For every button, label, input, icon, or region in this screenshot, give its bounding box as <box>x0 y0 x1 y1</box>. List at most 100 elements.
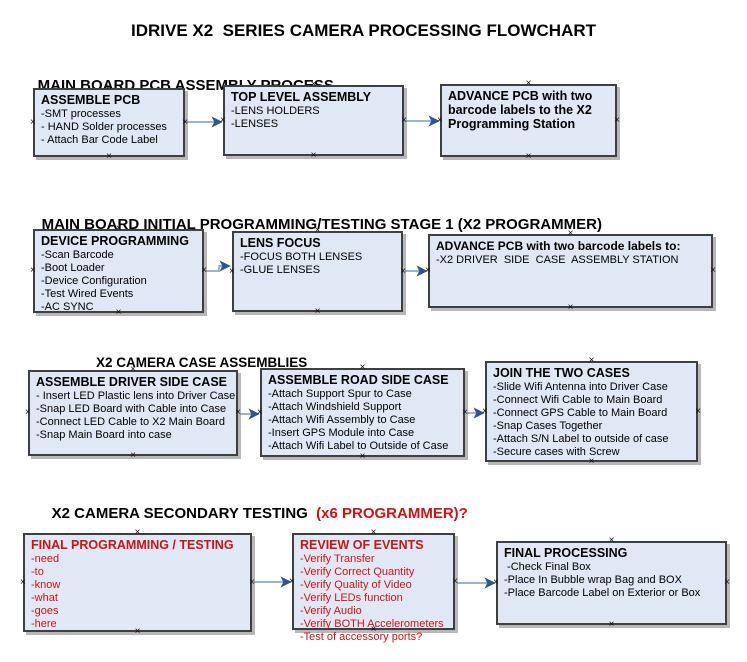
anchor-icon: × <box>437 114 443 126</box>
box-title: FINAL PROCESSING <box>504 546 628 560</box>
anchor-icon: × <box>482 405 488 417</box>
anchor-icon: × <box>695 405 701 417</box>
section-heading-highlight: (x6 PROGRAMMER)? <box>307 505 468 522</box>
box-item: -Attach S/N Label to outside of case <box>493 433 669 445</box>
box-review-of-events: REVIEW OF EVENTS -Verify Transfer-Verify… <box>289 528 458 644</box>
box-lens-focus: LENS FOCUS -FOCUS BOTH LENSES-GLUE LENSE… <box>229 226 406 317</box>
box-item: -Snap Cases Together <box>493 420 603 432</box>
box-item: -SMT processes <box>41 108 121 120</box>
box-items: -Slide Wifi Antenna into Driver Case-Con… <box>493 381 690 459</box>
anchor-icon: × <box>608 619 615 630</box>
anchor-icon: × <box>425 265 431 276</box>
anchor-icon: × <box>257 406 263 418</box>
box-item: -Check Final Box <box>504 561 591 573</box>
box-item: -Attach Windshield Support <box>268 401 402 413</box>
box-items: -Scan Barcode-Boot Loader-Device Configu… <box>41 249 196 314</box>
box-item: -Slide Wifi Antenna into Driver Case <box>493 381 668 393</box>
box-items: -need-to-know-what-goes-here <box>31 553 244 631</box>
box-item: -GLUE LENSES <box>240 264 321 276</box>
anchor-icon: × <box>359 362 366 373</box>
box-assemble-road-side-case: ASSEMBLE ROAD SIDE CASE -Attach Support … <box>257 363 468 462</box>
box-item: -Insert GPS Module into Case <box>268 427 415 439</box>
box-item: -Connect GPS Cable to Main Board <box>493 407 668 419</box>
anchor-icon: × <box>201 265 207 276</box>
anchor-icon: × <box>310 150 317 161</box>
box-item: -Device Configuration <box>41 275 147 287</box>
box-top-level-assembly: TOP LEVEL ASSEMBLY -LENS HOLDERS-LENSES … <box>220 80 407 161</box>
box-item: -need <box>31 553 60 565</box>
box-item: - Attach Bar Code Label <box>41 134 158 146</box>
anchor-icon: × <box>493 577 499 588</box>
box-item: - Insert LED Plastic lens into Driver Ca… <box>36 390 236 402</box>
box-title: ADVANCE PCB with two barcode labels to t… <box>448 89 593 131</box>
anchor-icon: × <box>289 575 295 587</box>
anchor-icon: × <box>588 355 595 366</box>
box-join-the-two-cases: JOIN THE TWO CASES -Slide Wifi Antenna i… <box>482 356 701 467</box>
box-items: -SMT processes- HAND Solder processes- A… <box>41 108 177 147</box>
section-heading-text: MAIN BOARD INITIAL PROGRAMMING/TESTING S… <box>41 216 602 233</box>
box-item: -Attach Support Spur to Case <box>268 388 412 400</box>
box-item: -FOCUS BOTH LENSES <box>240 251 363 263</box>
box-item: -Verify BOTH Accelerometers <box>300 618 444 630</box>
box-item: -goes <box>31 605 59 617</box>
box-item: -to <box>31 566 44 578</box>
box-item: -Secure cases with Screw <box>493 446 620 458</box>
box-items: - Insert LED Plastic lens into Driver Ca… <box>36 390 236 442</box>
page-title: IDRIVE X2 SERIES CAMERA PROCESSING FLOWC… <box>130 21 597 40</box>
box-item: -Connect LED Cable to X2 Main Board <box>36 416 225 428</box>
box-item: -Verify LEDs function <box>300 592 403 604</box>
box-title: DEVICE PROGRAMMING <box>41 234 189 248</box>
anchor-icon: × <box>525 151 532 162</box>
anchor-icon: × <box>614 114 620 126</box>
anchor-icon: × <box>314 306 321 317</box>
box-final-processing: FINAL PROCESSING -Check Final Box-Place … <box>493 536 730 630</box>
box-item: -X2 DRIVER SIDE CASE ASSEMBLY STATION <box>436 254 679 266</box>
box-title: TOP LEVEL ASSEMBLY <box>231 90 372 104</box>
box-items: -LENS HOLDERS-LENSES <box>231 105 396 131</box>
box-item: -AC SYNC <box>41 301 94 313</box>
box-item: -Verify Quality of Video <box>300 579 412 591</box>
box-advance-pcb-driver-side: ADVANCE PCB with two barcode labels to: … <box>425 229 716 313</box>
anchor-icon: × <box>567 302 574 313</box>
anchor-icon: × <box>30 116 36 128</box>
box-item: -Attach Wifi Assembly to Case <box>268 414 416 426</box>
anchor-icon: × <box>229 265 235 277</box>
box-item: -here <box>31 618 57 630</box>
anchor-icon: × <box>359 451 366 462</box>
anchor-icon: × <box>724 577 730 588</box>
box-item: -Verify Correct Quantity <box>300 566 415 578</box>
anchor-icon: × <box>525 78 532 89</box>
anchor-icon: × <box>608 535 615 546</box>
anchor-icon: × <box>452 575 458 587</box>
box-title: ASSEMBLE DRIVER SIDE CASE <box>36 375 228 389</box>
anchor-icon: × <box>400 265 406 277</box>
box-item: -Attach Wifi Label to Outside of Case <box>268 440 449 452</box>
box-items: -Attach Support Spur to Case-Attach Wind… <box>268 388 457 453</box>
section-heading-text: X2 CAMERA SECONDARY TESTING <box>51 505 308 522</box>
box-title: ADVANCE PCB with two barcode labels to: <box>436 239 681 253</box>
box-final-programming-testing: FINAL PROGRAMMING / TESTING -need-to-kno… <box>20 528 255 637</box>
box-item: -Boot Loader <box>41 262 105 274</box>
box-item: -Connect Wifi Cable to Main Board <box>493 394 663 406</box>
box-title: REVIEW OF EVENTS <box>300 538 424 552</box>
flow-arrow <box>206 260 231 272</box>
box-title: JOIN THE TWO CASES <box>493 366 630 380</box>
anchor-icon: × <box>130 450 136 461</box>
box-item: - HAND Solder processes <box>41 121 167 133</box>
box-item: -Scan Barcode <box>41 249 114 261</box>
box-items: -X2 DRIVER SIDE CASE ASSEMBLY STATION <box>436 254 705 267</box>
box-title: FINAL PROGRAMMING / TESTING <box>31 538 234 552</box>
box-title: ASSEMBLE PCB <box>41 93 141 107</box>
box-title: ASSEMBLE ROAD SIDE CASE <box>268 373 449 387</box>
box-item: -LENSES <box>231 118 279 130</box>
box-item: -LENS HOLDERS <box>231 105 320 117</box>
section-heading-case-assemblies: X2 CAMERA CASE ASSEMBLIES <box>81 340 307 385</box>
box-items: -Check Final Box-Place In Bubble wrap Ba… <box>504 561 719 600</box>
anchor-icon: × <box>401 114 407 126</box>
box-device-programming: DEVICE PROGRAMMING -Scan Barcode-Boot Lo… <box>30 224 207 318</box>
section-heading-initial-programming: MAIN BOARD INITIAL PROGRAMMING/TESTING S… <box>25 199 602 250</box>
anchor-icon: × <box>106 151 112 162</box>
anchor-icon: × <box>249 576 255 588</box>
box-assemble-pcb: ASSEMBLE PCB -SMT processes- HAND Solder… <box>30 83 188 162</box>
